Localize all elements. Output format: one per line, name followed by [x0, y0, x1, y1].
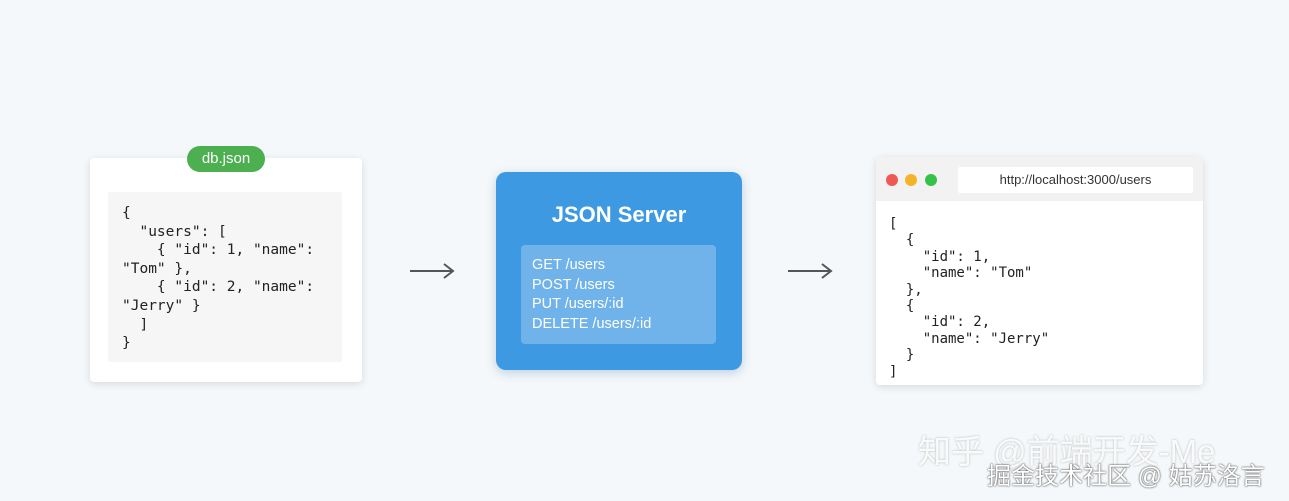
route-post-users: POST /users	[532, 277, 615, 293]
address-bar: http://localhost:3000/users	[958, 167, 1193, 193]
route-get-users: GET /users	[532, 257, 606, 273]
route-delete-user: DELETE /users/:id	[532, 316, 652, 332]
route-put-user: PUT /users/:id	[532, 296, 624, 312]
close-dot-icon	[886, 174, 898, 186]
juejin-watermark: 掘金技术社区 @ 姑苏洛言	[987, 463, 1265, 490]
arrow-right-icon	[788, 263, 833, 279]
arrow-right-icon	[410, 263, 455, 279]
minimize-dot-icon	[905, 174, 917, 186]
server-title: JSON Server	[551, 202, 687, 227]
db-json-code: { "users": [ { "id": 1, "name": "Tom" },…	[122, 205, 315, 352]
maximize-dot-icon	[925, 174, 937, 186]
routes-box	[521, 245, 716, 344]
db-code-block	[108, 192, 342, 362]
db-json-tag: db.json	[187, 146, 265, 172]
response-json: [ { "id": 1, "name": "Tom" }, { "id": 2,…	[889, 216, 1050, 380]
zhihu-watermark: 知乎 @前端开发-Me	[918, 433, 1216, 470]
